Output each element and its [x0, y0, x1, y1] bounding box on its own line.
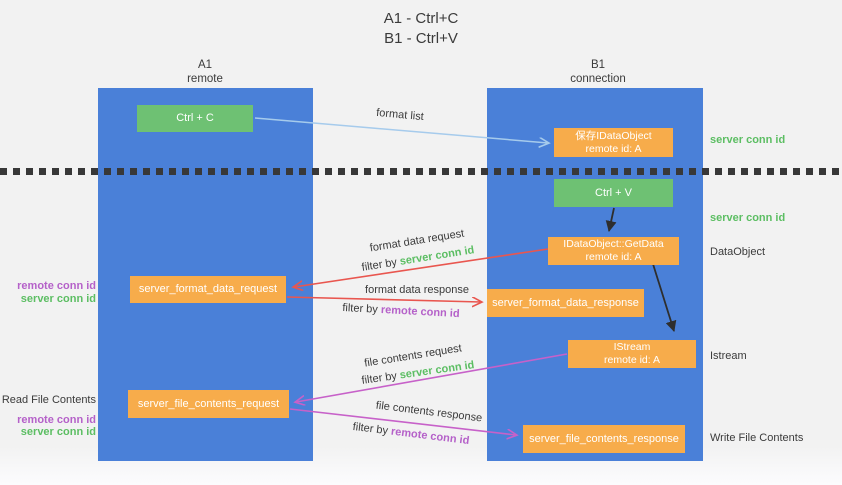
node-istream-line2: remote id: A	[603, 354, 661, 366]
node-getdata-line1: IDataObject::GetData	[563, 238, 664, 250]
node-ctrl-c-label: Ctrl + C	[176, 112, 214, 124]
filter-by-prefix: filter by	[360, 369, 401, 387]
column-header-b1: B1 connection	[548, 58, 648, 86]
node-save-idataobject-line2: remote id: A	[585, 142, 642, 155]
filter-by-prefix: filter by	[342, 301, 382, 316]
node-server-format-data-response: server_format_data_response	[487, 289, 644, 317]
title-line-2: B1 - Ctrl+V	[384, 30, 458, 47]
label-filter-by-remote-conn-id-file: filter by remote conn id	[352, 421, 470, 447]
annotation-server-conn-id-top: server conn id	[710, 134, 786, 146]
label-filter-by-remote-conn-id-fmt: filter by remote conn id	[342, 302, 460, 320]
annotation-server-conn-id-fmt: server conn id	[20, 293, 96, 305]
column-b1-role: connection	[570, 73, 626, 85]
node-format-response-label: server_format_data_response	[492, 296, 639, 309]
column-a1-id: A1	[197, 59, 213, 71]
node-istream-line1: IStream	[613, 341, 651, 353]
node-ctrl-v: Ctrl + V	[554, 179, 673, 207]
node-idataobject-getdata: IDataObject::GetData remote id: A	[548, 237, 679, 265]
column-header-a1: A1 remote	[155, 58, 255, 86]
node-istream: IStream remote id: A	[568, 340, 696, 368]
filter-by-prefix: filter by	[360, 255, 401, 274]
annotation-dataobject: DataObject	[710, 246, 766, 258]
annotation-remote-conn-id-fmt: remote conn id	[17, 280, 96, 292]
column-a1-role: remote	[187, 73, 223, 85]
label-file-contents-response: file contents response	[375, 399, 483, 425]
arrow-format-data-response	[286, 296, 481, 302]
annotation-server-conn-id-mid: server conn id	[710, 212, 786, 224]
annotation-server-conn-id-file: server conn id	[20, 426, 96, 438]
node-format-request-label: server_format_data_request	[138, 283, 278, 295]
annotation-istream: Istream	[710, 350, 747, 362]
column-b1-id: B1	[590, 59, 606, 71]
title-line-1: A1 - Ctrl+C	[383, 10, 459, 27]
node-server-format-data-request: server_format_data_request	[130, 276, 286, 303]
label-format-data-response: format data response	[365, 284, 469, 296]
node-getdata-line2: remote id: A	[585, 251, 642, 263]
remote-conn-id-keyword: remote conn id	[380, 303, 460, 321]
node-ctrl-v-label: Ctrl + V	[595, 186, 632, 199]
diagram-title: A1 - Ctrl+C B1 - Ctrl+V	[0, 9, 842, 49]
node-save-idataobject: 保存IDataObject remote id: A	[554, 128, 673, 157]
annotation-read-file-contents: Read File Contents	[1, 394, 96, 406]
node-save-idataobject-line1: 保存IDataObject	[575, 129, 652, 142]
annotation-write-file-contents: Write File Contents	[710, 432, 804, 444]
node-server-file-contents-response: server_file_contents_response	[523, 425, 685, 453]
machine-boundary-dotted-line	[0, 168, 842, 175]
label-format-list: format list	[375, 106, 425, 124]
node-file-response-label: server_file_contents_response	[529, 432, 679, 445]
node-server-file-contents-request: server_file_contents_request	[128, 390, 289, 418]
filter-by-prefix: filter by	[352, 420, 392, 438]
remote-conn-id-keyword: remote conn id	[390, 425, 470, 448]
node-ctrl-c: Ctrl + C	[137, 105, 253, 132]
node-file-request-label: server_file_contents_request	[137, 397, 280, 410]
annotation-remote-conn-id-file: remote conn id	[17, 414, 96, 426]
